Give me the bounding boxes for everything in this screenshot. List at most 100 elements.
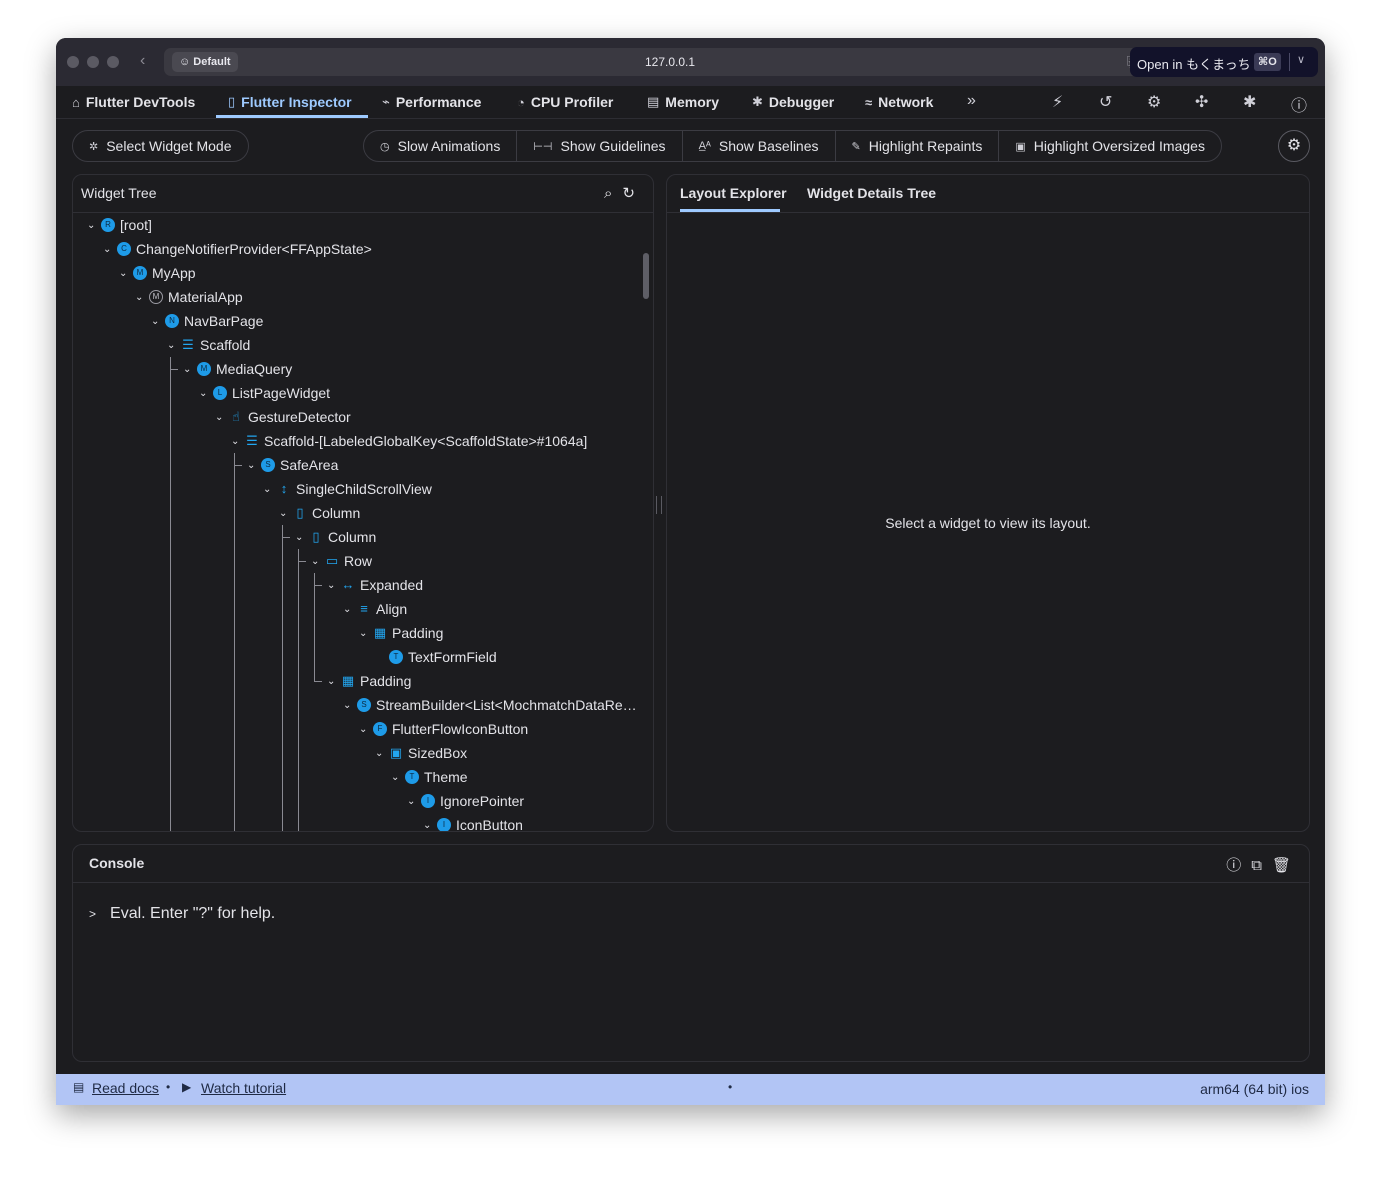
bug-report-icon[interactable]: ✱ [1243,94,1257,111]
panel-splitter-handle[interactable] [656,496,662,514]
chevron-down-icon[interactable]: ⌄ [87,219,96,231]
chevron-down-icon[interactable]: ⌄ [407,795,416,807]
tab-flutter-inspector[interactable]: ▯ Flutter Inspector [228,86,352,118]
watch-tutorial-link[interactable]: Watch tutorial [201,1080,287,1096]
chevron-down-icon[interactable]: ⌄ [215,411,224,423]
extension-icon[interactable]: ✣ [1195,94,1209,111]
tab-widget-details-tree[interactable]: Widget Details Tree [807,185,937,201]
select-widget-mode-item[interactable]: ✲ Select Widget Mode [73,131,248,161]
tab-performance[interactable]: ⌁ Performance [382,86,481,118]
profile-badge[interactable]: ☺ Default [172,52,238,72]
tree-node-label: Scaffold [200,337,251,353]
search-icon[interactable]: ⌕ [604,185,623,202]
chevron-down-icon[interactable]: ⌄ [167,339,176,351]
copy-icon[interactable]: ⧉ [1251,857,1272,874]
tree-row[interactable]: ⌄≡Align [343,597,407,621]
tab-network[interactable]: ≈ Network [865,86,933,118]
chevron-down-icon[interactable]: ⌄ [151,315,160,327]
inspector-settings-button[interactable]: ⚙ [1278,130,1310,162]
tree-row[interactable]: ⌄▯Column [279,501,360,525]
show-baselines-button[interactable]: A̲ᴬ Show Baselines [683,131,836,161]
help-icon[interactable]: ⓘ [1226,857,1252,874]
more-tabs-icon[interactable]: » [967,92,976,109]
minimize-window-button[interactable] [87,56,99,68]
tab-label: Network [878,94,934,110]
timer-icon: ◷ [380,140,390,153]
open-in-app-button[interactable]: Open in もくまっち ⌘O ∨ [1130,47,1318,77]
chevron-down-icon[interactable]: ⌄ [311,555,320,567]
tree-row[interactable]: ⌄☰Scaffold-[LabeledGlobalKey<ScaffoldSta… [231,429,587,453]
chevron-down-icon[interactable]: ⌄ [359,723,368,735]
tree-row[interactable]: ⌄▦Padding [359,621,443,645]
chevron-down-icon[interactable]: ⌄ [279,507,288,519]
chevron-down-icon[interactable]: ⌄ [247,459,256,471]
chevron-down-icon[interactable]: ⌄ [263,483,272,495]
chevron-down-icon[interactable]: ⌄ [231,435,240,447]
show-guidelines-button[interactable]: ⊢⊣ Show Guidelines [517,131,683,161]
tree-row[interactable]: ⌄R[root] [87,213,152,237]
console-input[interactable]: >Eval. Enter "?" for help. [89,905,275,923]
help-icon[interactable]: ⓘ [1291,98,1308,115]
phone-icon: ▯ [228,94,236,109]
lightning-icon[interactable]: ⚡ [1052,94,1064,111]
widget-type-icon: S [261,458,275,472]
chevron-down-icon[interactable]: ⌄ [119,267,128,279]
chevron-down-icon[interactable]: ⌄ [135,291,144,303]
tab-flutter-devtools[interactable]: ⌂ Flutter DevTools [72,86,195,118]
delete-icon[interactable]: 🗑 [1271,857,1301,874]
chevron-down-icon[interactable]: ∨ [1297,54,1306,66]
tree-row[interactable]: ⌄▯Column [295,525,376,549]
tree-row[interactable]: ⌄▣SizedBox [375,741,467,765]
refresh-icon[interactable]: ↻ [622,185,645,202]
widget-type-icon: ≡ [360,601,368,616]
chevron-down-icon[interactable]: ⌄ [343,699,352,711]
slow-animations-button[interactable]: ◷ Slow Animations [364,131,518,161]
tree-row[interactable]: ⌄↕SingleChildScrollView [263,477,432,501]
highlight-repaints-button[interactable]: ✎ Highlight Repaints [836,131,1000,161]
tree-row[interactable]: ⌄▭Row [311,549,372,573]
tab-cpu-profiler[interactable]: ◔ CPU Profiler [517,86,613,118]
chevron-down-icon[interactable]: ⌄ [423,819,432,831]
tab-memory[interactable]: ▤ Memory [647,86,719,118]
tree-node-label: Row [344,553,373,569]
chevron-down-icon[interactable]: ⌄ [359,627,368,639]
close-window-button[interactable] [67,56,79,68]
select-widget-mode-button[interactable]: ✲ Select Widget Mode [72,130,249,162]
chevron-down-icon[interactable]: ⌄ [327,579,336,591]
tree-vertical-scrollbar[interactable] [643,253,649,299]
chevron-down-icon[interactable]: ⌄ [103,243,112,255]
chevron-down-icon[interactable]: ⌄ [343,603,352,615]
tab-layout-explorer[interactable]: Layout Explorer [680,185,787,201]
settings-icon[interactable]: ⚙ [1147,94,1162,111]
chevron-down-icon[interactable]: ⌄ [199,387,208,399]
tree-row[interactable]: ⌄☝GestureDetector [215,405,351,429]
history-icon[interactable]: ↺ [1099,94,1113,111]
chevron-down-icon[interactable]: ⌄ [375,747,384,759]
tree-row[interactable]: ⌄↔Expanded [327,573,423,597]
tab-debugger[interactable]: ✱ Debugger [752,86,834,118]
read-docs-link[interactable]: Read docs [92,1080,159,1096]
chevron-down-icon[interactable]: ⌄ [327,675,336,687]
highlight-oversized-images-button[interactable]: ▣ Highlight Oversized Images [999,131,1221,161]
chevron-down-icon[interactable]: ⌄ [295,531,304,543]
tree-row[interactable]: ⌄☰Scaffold [167,333,250,357]
address-bar[interactable]: ☺ Default 127.0.0.1 ⎘⚯ [164,48,1176,76]
zoom-window-button[interactable] [107,56,119,68]
chevron-down-icon[interactable]: ⌄ [391,771,400,783]
tree-row[interactable]: ⌄▦Padding [327,669,411,693]
chevron-down-icon[interactable]: ⌄ [183,363,192,375]
back-arrow-icon[interactable]: ‹ [140,52,146,69]
